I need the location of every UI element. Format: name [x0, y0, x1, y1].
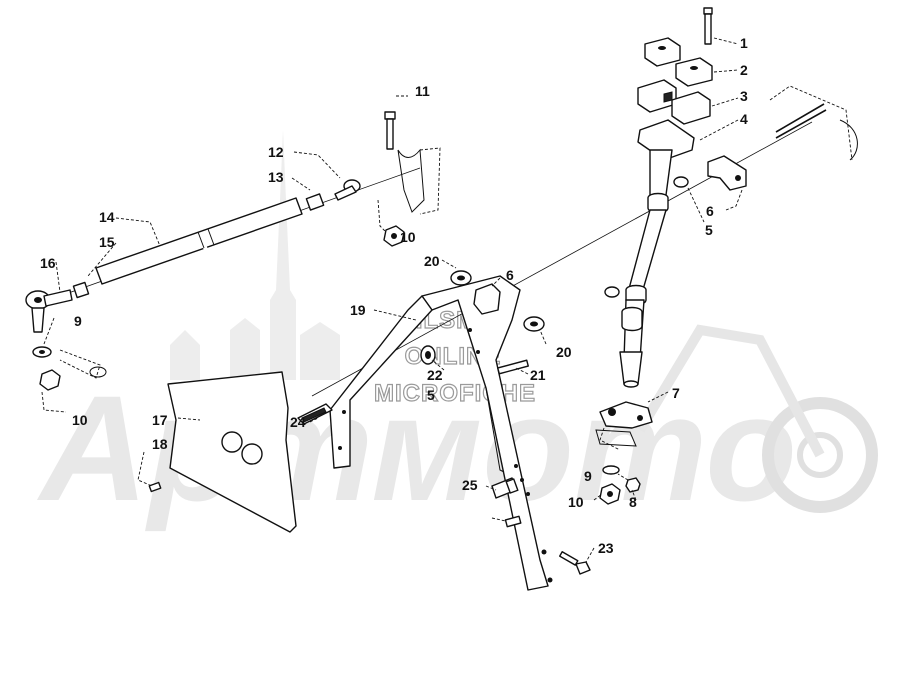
- part-bolt-1: [703, 7, 713, 45]
- part-clamp-block-3: [637, 79, 711, 125]
- part-nut-10-left: [39, 369, 61, 391]
- watermark-bike-frame: [635, 324, 825, 458]
- part-bolt-11: [384, 111, 396, 150]
- part-pin-lower: [491, 515, 522, 528]
- callout-6-upper: 6: [706, 203, 714, 219]
- part-bracket-6-upper: [707, 155, 747, 191]
- callout-16: 16: [40, 255, 56, 271]
- callout-20-right: 20: [556, 344, 572, 360]
- callout-10-left: 10: [72, 412, 88, 428]
- part-clamp-cap-2: [644, 37, 713, 87]
- callout-6-mid: 6: [506, 267, 514, 283]
- watermark-logo: Артмото: [36, 364, 797, 532]
- part-rod-end-12: [334, 179, 361, 201]
- part-clamp-20-right: [523, 316, 545, 332]
- callout-7: 7: [672, 385, 680, 401]
- callout-3: 3: [740, 88, 748, 104]
- callout-13: 13: [268, 169, 284, 185]
- callout-20-upper: 20: [424, 253, 440, 269]
- callout-4: 4: [740, 111, 748, 127]
- part-pin-21: [497, 359, 529, 375]
- callout-18: 18: [152, 436, 168, 452]
- part-jam-nut-13: [305, 193, 325, 211]
- part-tie-rod-14: [95, 197, 303, 285]
- callout-24: 24: [290, 414, 306, 430]
- part-washer-9-right: [602, 465, 620, 475]
- callout-5-lower: 5: [427, 387, 435, 403]
- callout-19: 19: [350, 302, 366, 318]
- leader-lines: [41, 37, 743, 563]
- callout-5-upper: 5: [705, 222, 713, 238]
- callout-9-right: 9: [584, 468, 592, 484]
- part-washer-5-upper: [673, 176, 689, 188]
- part-support-frame-19: [329, 275, 553, 591]
- callout-17: 17: [152, 412, 168, 428]
- callout-22: 22: [427, 367, 443, 383]
- callout-11: 11: [415, 83, 430, 99]
- part-nut-10-upper: [383, 225, 405, 247]
- part-washer-22: [420, 345, 436, 365]
- part-bracket-6-mid: [473, 283, 501, 315]
- part-nut-10-right: [599, 483, 621, 505]
- callout-14: 14: [99, 209, 115, 225]
- part-handlebar: [769, 85, 858, 161]
- callout-2: 2: [740, 62, 748, 78]
- callout-23: 23: [598, 540, 614, 556]
- callout-21: 21: [530, 367, 546, 383]
- callout-1: 1: [740, 35, 748, 51]
- callout-8: 8: [629, 494, 637, 510]
- part-jam-nut-15: [72, 281, 90, 299]
- part-clamp-20-upper: [450, 270, 472, 286]
- callout-9-left: 9: [74, 313, 82, 329]
- watermark-line3: MICROFICHE: [374, 380, 536, 407]
- part-rod-end-16: [25, 289, 73, 333]
- watermark-wheel: [762, 397, 878, 513]
- callout-labels: 1 2 3 4 5 6 11 12 13 10 14 15 16 9 10 20…: [40, 35, 748, 556]
- part-bolt-23: [559, 551, 591, 575]
- part-bracket-24: [297, 403, 333, 425]
- part-screw-18: [148, 481, 162, 493]
- part-washer-9-left: [32, 346, 52, 358]
- part-steering-arm: [397, 147, 441, 215]
- callout-10-upper: 10: [400, 229, 416, 245]
- callout-15: 15: [99, 234, 115, 250]
- callout-25: 25: [462, 477, 478, 493]
- callout-10-right: 10: [568, 494, 584, 510]
- watermark-spire: [170, 130, 340, 380]
- watermark: Артмото HLSM'S ONLINE MICROFICHE: [36, 130, 878, 532]
- part-steering-arm-7: [595, 401, 653, 451]
- part-spindle-arm: [59, 349, 107, 379]
- part-bolt-25: [491, 477, 519, 499]
- part-nut-8: [625, 477, 641, 493]
- part-plate-17: [167, 371, 297, 533]
- part-steering-post-4: [604, 119, 695, 388]
- callout-12: 12: [268, 144, 284, 160]
